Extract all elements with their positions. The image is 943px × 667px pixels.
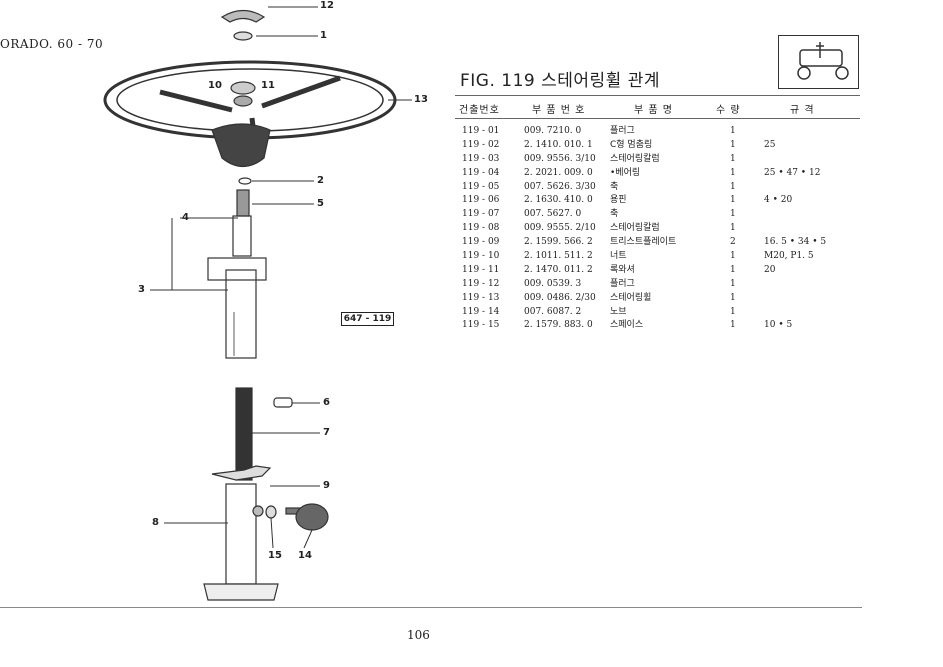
circlip-part	[238, 177, 252, 185]
figure-ref-box: 647 - 119	[341, 312, 394, 326]
col-header-qty: 수 량	[716, 105, 741, 116]
table-header-rule	[455, 118, 860, 119]
bearing-housing-part	[232, 215, 252, 257]
model-text: ORADO. 60 - 70	[0, 37, 104, 51]
col-header-no: 건출번호	[459, 105, 500, 116]
spring-pin-part	[273, 397, 293, 408]
lock-washer-part	[233, 95, 253, 107]
callout-5: 5	[317, 198, 324, 209]
spacer-part	[265, 505, 277, 519]
page-number: 106	[407, 628, 430, 642]
thrust-plate-part	[211, 465, 272, 481]
knob-part	[295, 503, 329, 531]
callout-12: 12	[320, 0, 334, 11]
tractor-icon	[797, 42, 849, 80]
base-plate-part	[203, 583, 279, 601]
table-top-rule	[455, 95, 860, 96]
lower-column-part	[225, 483, 257, 585]
col-header-name: 부 품 명	[634, 105, 673, 116]
col-header-part-no: 부 품 번 호	[532, 105, 586, 116]
callout-8: 8	[152, 517, 159, 528]
plug-cap-part	[220, 9, 266, 23]
splined-shaft-part	[235, 387, 253, 481]
callout-14: 14	[298, 550, 312, 561]
callout-6: 6	[323, 397, 330, 408]
callout-15: 15	[268, 550, 282, 561]
steering-column-part	[225, 269, 257, 359]
callout-13: 13	[414, 94, 428, 105]
callout-10: 10	[208, 80, 222, 91]
callout-7: 7	[323, 427, 330, 438]
nut-part	[230, 81, 256, 95]
callout-4: 4	[182, 212, 189, 223]
callout-1: 1	[320, 30, 327, 41]
column-bracket-part	[207, 257, 267, 281]
callout-11: 11	[261, 80, 275, 91]
callout-3: 3	[138, 284, 145, 295]
tractor-icon-box	[778, 35, 859, 89]
col-header-spec: 규 격	[790, 105, 815, 116]
callout-2: 2	[317, 175, 324, 186]
footer-rule	[0, 607, 862, 608]
plug-part	[233, 31, 253, 41]
figure-title: FIG. 119 스테어링휠 관계	[460, 71, 661, 91]
shaft-upper-part	[236, 189, 250, 217]
callout-9: 9	[323, 480, 330, 491]
wheel-hub-part	[211, 123, 271, 168]
